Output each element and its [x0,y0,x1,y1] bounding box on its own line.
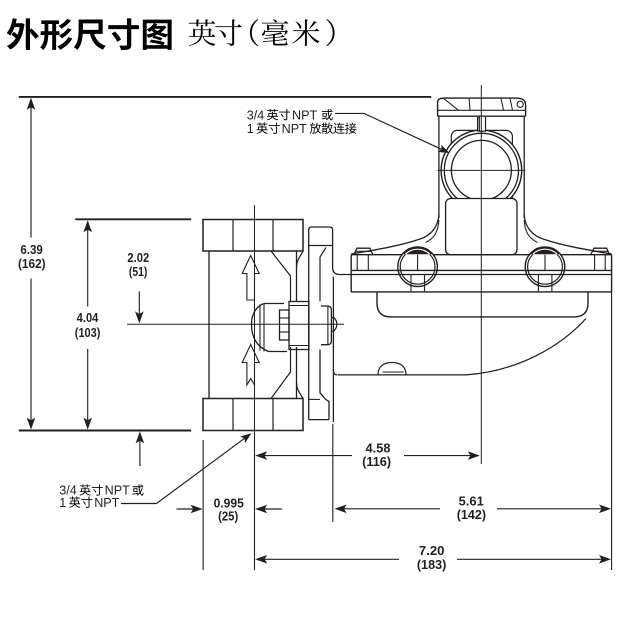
svg-text:NPT: NPT [94,496,119,510]
svg-text:0.995: 0.995 [214,496,244,510]
svg-text:NPT: NPT [105,484,130,498]
svg-text:7.20: 7.20 [419,544,445,558]
svg-text:(162): (162) [18,257,46,271]
svg-text:(51): (51) [129,265,147,279]
svg-text:3/4: 3/4 [59,484,77,498]
svg-text:NPT: NPT [282,122,307,136]
svg-text:4.58: 4.58 [366,441,391,455]
svg-text:1: 1 [247,122,254,136]
svg-text:(142): (142) [457,508,486,522]
svg-text:6.39: 6.39 [20,243,42,257]
svg-text:(116): (116) [362,455,391,469]
svg-text:(25): (25) [218,509,238,523]
svg-text:5.61: 5.61 [459,495,484,509]
svg-text:2.02: 2.02 [127,251,149,265]
svg-text:(183): (183) [417,558,447,572]
svg-text:(103): (103) [75,326,101,340]
svg-text:3/4: 3/4 [247,108,265,122]
svg-text:1: 1 [59,496,66,510]
svg-text:NPT: NPT [292,108,317,122]
svg-text:4.04: 4.04 [77,311,99,325]
